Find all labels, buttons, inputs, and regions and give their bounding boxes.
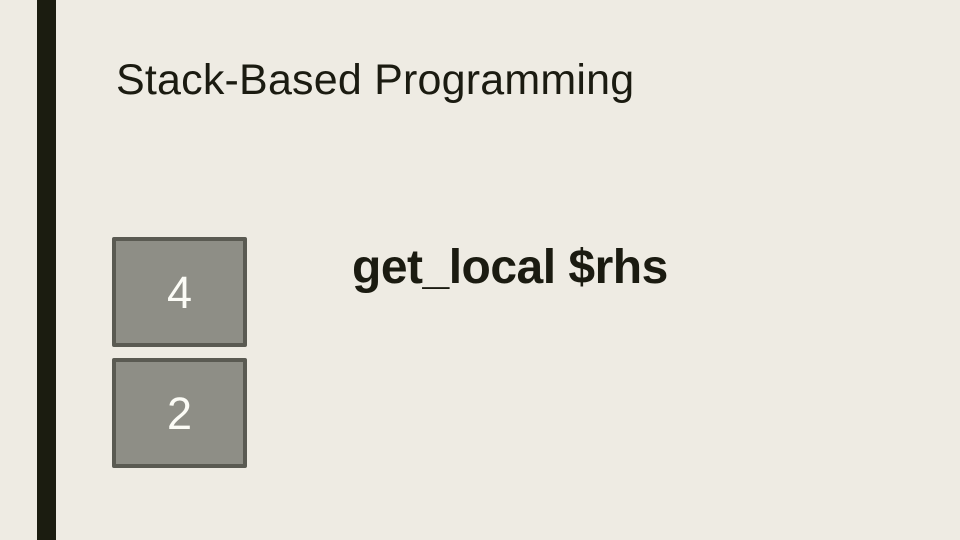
stack-item-value: 2 [166, 387, 193, 439]
slide-title: Stack-Based Programming [116, 56, 635, 104]
stack-item-value: 4 [166, 266, 193, 318]
left-accent-bar [37, 0, 56, 540]
stack-item-box-top: 4 [112, 237, 247, 347]
instruction-text: get_local $rhs [352, 241, 668, 294]
stack-item-box-bottom: 2 [112, 358, 247, 468]
stack-diagram: 4 2 [112, 237, 247, 468]
